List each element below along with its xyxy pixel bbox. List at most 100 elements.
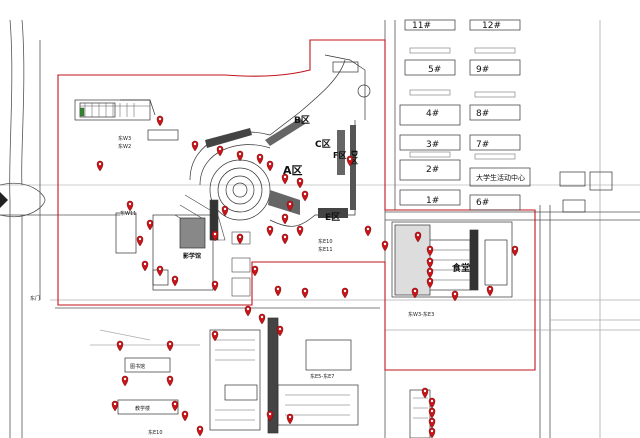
label-w2: 东W2	[118, 143, 131, 150]
teaching-label: 教学楼	[135, 405, 150, 412]
location-marker-icon[interactable]	[346, 155, 354, 167]
location-marker-icon[interactable]	[166, 375, 174, 387]
location-marker-icon[interactable]	[156, 265, 164, 277]
label-gate: 东门	[30, 295, 40, 302]
location-marker-icon[interactable]	[486, 285, 494, 297]
label-e10b: 东E10	[148, 429, 163, 436]
building-labels: 11# 12# 5# 9# 4# 8# 3# 7# 2# 大学生活动中心 1# …	[412, 21, 525, 208]
zone-bands	[205, 118, 356, 218]
zone-d-label: D区	[350, 150, 359, 166]
location-marker-icon[interactable]	[256, 153, 264, 165]
location-marker-icon[interactable]	[426, 245, 434, 257]
location-marker-icon[interactable]	[244, 305, 252, 317]
location-marker-icon[interactable]	[286, 413, 294, 425]
central-plaza	[189, 54, 371, 227]
location-marker-icon[interactable]	[141, 260, 149, 272]
building-7-label: 7#	[476, 140, 489, 150]
zone-a-label: A区	[283, 164, 303, 177]
location-marker-icon[interactable]	[411, 287, 419, 299]
entrance-arrow-icon	[0, 192, 8, 208]
location-marker-icon[interactable]	[301, 190, 309, 202]
location-marker-icon[interactable]	[258, 313, 266, 325]
lower-buildings	[117, 317, 431, 438]
dorm-block	[399, 19, 613, 213]
location-marker-icon[interactable]	[116, 340, 124, 352]
zone-b-label: B区	[294, 115, 310, 126]
location-marker-icon[interactable]	[451, 290, 459, 302]
zone-e-label: E区	[325, 212, 340, 223]
small-labels: 东W3 东W2 东W11 东E10 东E11 东E5-东E7 东W3-东E3 东…	[30, 135, 434, 436]
canteen-building	[391, 221, 513, 298]
location-marker-icon[interactable]	[426, 277, 434, 289]
building-3-label: 3#	[426, 140, 439, 150]
label-e10: 东E10	[318, 238, 333, 245]
location-marker-icon[interactable]	[276, 325, 284, 337]
location-marker-icon[interactable]	[121, 375, 129, 387]
location-marker-icon[interactable]	[136, 235, 144, 247]
location-marker-icon[interactable]	[426, 267, 434, 279]
location-marker-icon[interactable]	[426, 257, 434, 269]
plaza-details	[174, 194, 251, 297]
building-1-label: 1#	[426, 196, 439, 206]
label-w11: 东W11	[120, 210, 136, 217]
parking-lot	[79, 103, 150, 117]
canteen-label: 食堂	[451, 262, 470, 274]
location-marker-icon[interactable]	[301, 287, 309, 299]
label-e7: 东E5-东E7	[310, 373, 335, 380]
location-marker-icon[interactable]	[286, 200, 294, 212]
location-marker-icon[interactable]	[191, 140, 199, 152]
location-marker-icon[interactable]	[421, 387, 429, 399]
location-marker-icon[interactable]	[266, 225, 274, 237]
marker-layer	[96, 115, 519, 438]
building-6-label: 6#	[476, 198, 489, 208]
location-marker-icon[interactable]	[428, 417, 436, 429]
location-marker-icon[interactable]	[428, 407, 436, 419]
label-e3: 东W3-东E3	[408, 311, 434, 318]
theater-building	[74, 99, 214, 291]
label-e11: 东E11	[318, 246, 333, 253]
location-marker-icon[interactable]	[211, 330, 219, 342]
zone-c-label: C区	[315, 139, 331, 150]
location-marker-icon[interactable]	[211, 230, 219, 242]
building-9-label: 9#	[476, 65, 489, 75]
location-marker-icon[interactable]	[296, 225, 304, 237]
location-marker-icon[interactable]	[216, 145, 224, 157]
location-marker-icon[interactable]	[364, 225, 372, 237]
building-5-label: 5#	[428, 65, 441, 75]
location-marker-icon[interactable]	[126, 200, 134, 212]
location-marker-icon[interactable]	[156, 115, 164, 127]
location-marker-icon[interactable]	[381, 240, 389, 252]
location-marker-icon[interactable]	[236, 150, 244, 162]
location-marker-icon[interactable]	[111, 400, 119, 412]
location-marker-icon[interactable]	[296, 177, 304, 189]
lower-hatching	[215, 339, 428, 421]
location-marker-icon[interactable]	[181, 410, 189, 422]
building-4-label: 4#	[426, 109, 439, 119]
location-marker-icon[interactable]	[281, 213, 289, 225]
location-marker-icon[interactable]	[266, 160, 274, 172]
location-marker-icon[interactable]	[236, 233, 244, 245]
location-marker-icon[interactable]	[428, 397, 436, 409]
location-marker-icon[interactable]	[274, 285, 282, 297]
location-marker-icon[interactable]	[221, 205, 229, 217]
location-marker-icon[interactable]	[281, 233, 289, 245]
location-marker-icon[interactable]	[266, 410, 274, 422]
location-marker-icon[interactable]	[171, 400, 179, 412]
location-marker-icon[interactable]	[171, 275, 179, 287]
location-marker-icon[interactable]	[511, 245, 519, 257]
location-marker-icon[interactable]	[341, 287, 349, 299]
location-marker-icon[interactable]	[211, 280, 219, 292]
location-marker-icon[interactable]	[428, 427, 436, 438]
location-marker-icon[interactable]	[196, 425, 204, 437]
location-marker-icon[interactable]	[96, 160, 104, 172]
location-marker-icon[interactable]	[414, 231, 422, 243]
theater-label: 影学馆	[183, 252, 201, 260]
zone-f-label: F区	[333, 151, 346, 160]
location-marker-icon[interactable]	[166, 340, 174, 352]
zone-labels: B区 C区 A区 F区 E区 D区	[283, 115, 359, 223]
label-w3: 东W3	[118, 135, 131, 142]
location-marker-icon[interactable]	[281, 173, 289, 185]
location-marker-icon[interactable]	[251, 265, 259, 277]
location-marker-icon[interactable]	[146, 219, 154, 231]
